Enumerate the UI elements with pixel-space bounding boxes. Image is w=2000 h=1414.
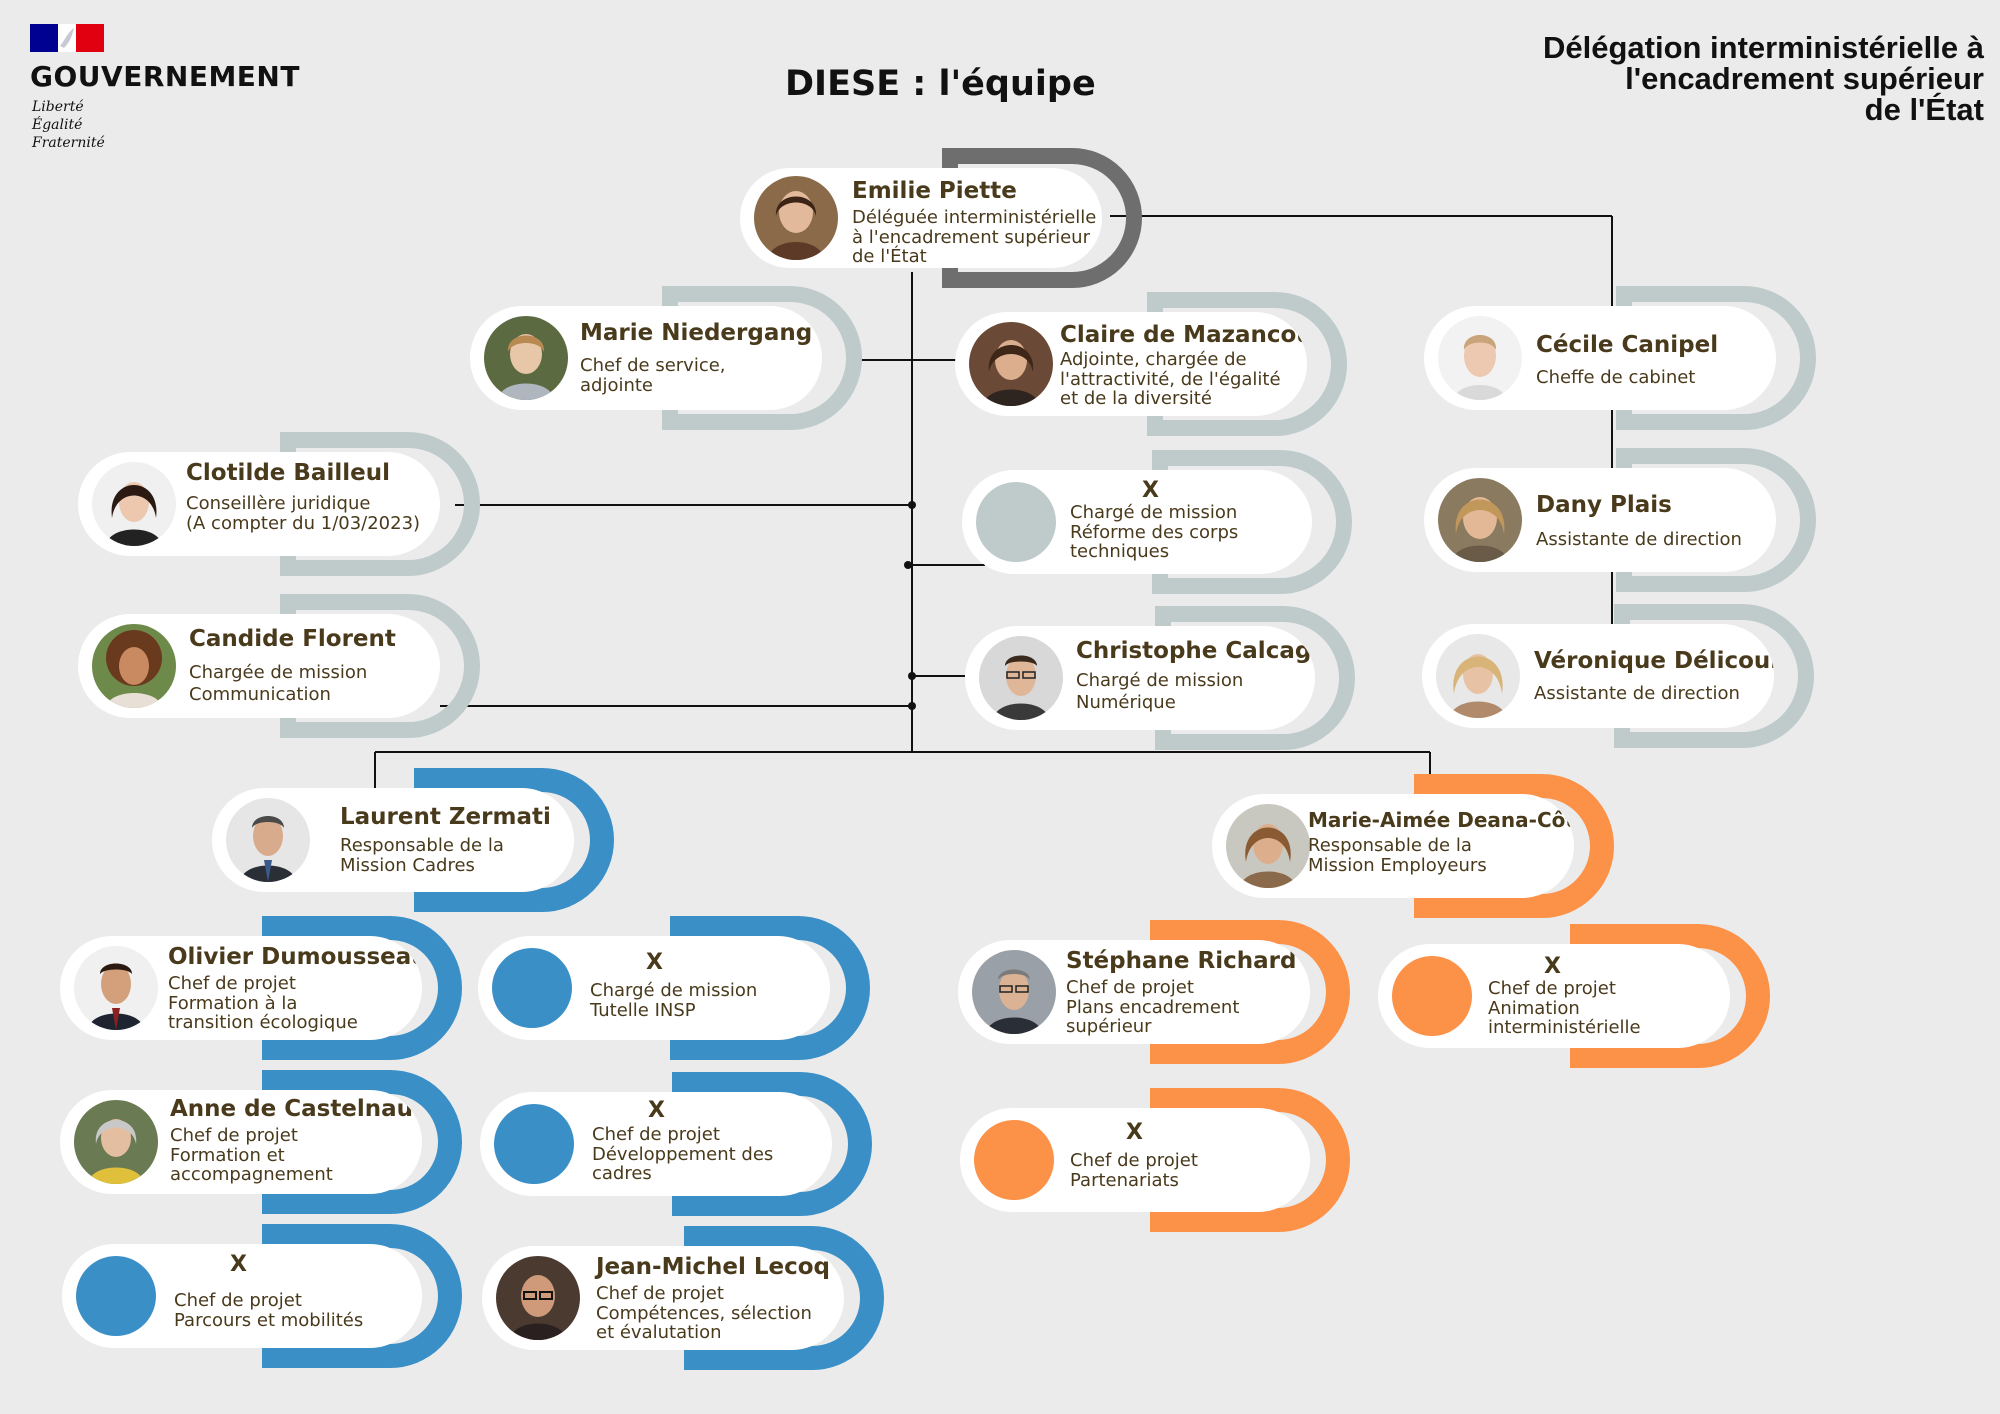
clotilde-bailleul-photo-icon <box>92 462 176 546</box>
jean-michel-lecoq-photo-icon <box>496 1256 580 1340</box>
marie-aimee-deana-cote-photo-icon <box>1226 804 1310 888</box>
vacant-marker: X <box>230 1252 247 1277</box>
person-name: Dany Plais <box>1536 492 1672 518</box>
person-role: Assistante de direction <box>1534 683 1740 704</box>
marie-niedergang-photo-icon <box>484 316 568 400</box>
gov-wordmark: GOUVERNEMENT <box>30 60 300 93</box>
person-name: Claire de Mazancourt <box>1060 322 1307 348</box>
organization-name-line: Délégation interministérielle à <box>1542 30 1984 65</box>
emilie-piette-photo-icon <box>754 176 838 260</box>
anne-de-castelnau-photo-icon <box>74 1100 158 1184</box>
person-name: Olivier Dumousseau <box>168 944 422 970</box>
christophe-calcagni-photo-icon <box>979 636 1063 720</box>
vacant-marker: X <box>1142 478 1159 503</box>
person-name: Laurent Zermati <box>340 804 551 830</box>
person-card-marie-niedergang: Marie Niedergang Chef de service,adjoint… <box>470 286 862 430</box>
person-name: Candide Florent <box>189 626 396 652</box>
page-title: DIESE : l'équipe <box>785 64 1096 104</box>
person-role: Assistante de direction <box>1536 529 1742 550</box>
organization-name-line: l'encadrement supérieur <box>1625 61 1984 96</box>
person-card-cecile-canipel: Cécile Canipel Cheffe de cabinet <box>1424 286 1816 430</box>
vacant-placeholder-icon <box>76 1256 156 1336</box>
person-card-veronique-delicourt: Véronique Délicourt Assistante de direct… <box>1422 604 1814 748</box>
person-card-dany-plais: Dany Plais Assistante de direction <box>1424 448 1816 592</box>
vacant-placeholder-icon <box>976 482 1056 562</box>
vacant-marker: X <box>1126 1120 1143 1145</box>
claire-de-mazancourt-photo-icon <box>969 322 1053 406</box>
person-card-clotilde-bailleul: Clotilde Bailleul Conseillère juridique(… <box>78 432 480 576</box>
vacant-marker: X <box>1544 954 1561 979</box>
organization-name-line: de l'État <box>1864 92 1984 127</box>
person-name: Véronique Délicourt <box>1534 648 1774 674</box>
person-name: Marie-Aimée Deana-Côté <box>1308 808 1574 832</box>
person-name: Clotilde Bailleul <box>186 460 390 486</box>
person-role: Chef de service,adjointe <box>580 355 726 396</box>
person-name: Stéphane Richard <box>1066 948 1297 974</box>
stephane-richard-photo-icon <box>972 950 1056 1034</box>
person-card-emilie-piette: Emilie Piette Déléguée interministériell… <box>740 148 1142 288</box>
person-card-claire-de-mazancourt: Claire de Mazancourt Adjointe, chargée d… <box>955 292 1347 436</box>
person-name: Anne de Castelnau <box>170 1096 414 1122</box>
laurent-zermati-photo-icon <box>226 798 310 882</box>
vacant-placeholder-icon <box>1392 956 1472 1036</box>
person-name: Christophe Calcagni <box>1076 638 1315 664</box>
vacant-placeholder-icon <box>974 1120 1054 1200</box>
person-name: Jean-Michel Lecoq <box>596 1254 831 1280</box>
person-role: Conseillère juridique(A compter du 1/03/… <box>186 493 421 534</box>
cecile-canipel-photo-icon <box>1438 316 1522 400</box>
vacant-placeholder-icon <box>492 948 572 1028</box>
candide-florent-photo-icon <box>92 624 176 708</box>
person-card-marie-aimee-deana-cote: Marie-Aimée Deana-Côté Responsable de la… <box>1212 774 1614 918</box>
veronique-delicourt-photo-icon <box>1436 634 1520 718</box>
marianne-flag-icon <box>30 24 104 52</box>
vacant-placeholder-icon <box>494 1104 574 1184</box>
person-name: Marie Niedergang <box>580 320 813 346</box>
person-name: Cécile Canipel <box>1536 332 1719 358</box>
vacant-marker: X <box>646 950 663 975</box>
person-role: Cheffe de cabinet <box>1536 367 1696 388</box>
vacant-marker: X <box>648 1098 665 1123</box>
person-name: Emilie Piette <box>852 178 1017 204</box>
gov-motto: Liberté Égalité Fraternité <box>32 99 105 151</box>
dany-plais-photo-icon <box>1438 478 1522 562</box>
organization-name: Délégation interministérielle à l'encadr… <box>1543 32 1984 125</box>
olivier-dumousseau-photo-icon <box>74 946 158 1030</box>
